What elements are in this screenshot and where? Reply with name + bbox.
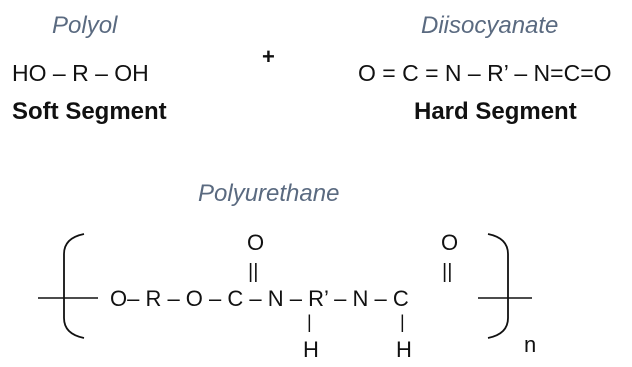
carbonyl-double-bond-1: || [248, 261, 258, 283]
polyol-title: Polyol [52, 12, 118, 39]
polyurethane-chain: O– R – O – C – N – R’ – N – C [110, 286, 409, 311]
amine-bond-2: | [400, 312, 405, 332]
left-bracket [63, 233, 85, 339]
polyol-formula: HO – R – OH [12, 60, 149, 86]
diisocyanate-title: Diisocyanate [421, 12, 559, 39]
plus-sign: + [262, 44, 275, 69]
amine-bond-1: | [307, 312, 312, 332]
hard-segment-label: Hard Segment [414, 98, 577, 125]
carbonyl-oxygen-2: O [441, 230, 458, 255]
right-bracket [487, 233, 509, 339]
soft-segment-label: Soft Segment [12, 98, 167, 125]
repeat-subscript-n: n [524, 332, 536, 357]
polyurethane-title: Polyurethane [198, 180, 340, 207]
carbonyl-double-bond-2: || [442, 261, 452, 283]
amine-hydrogen-2: H [396, 337, 412, 362]
carbonyl-oxygen-1: O [247, 230, 264, 255]
amine-hydrogen-1: H [303, 337, 319, 362]
diisocyanate-formula: O = C = N – R’ – N=C=O [358, 60, 612, 86]
